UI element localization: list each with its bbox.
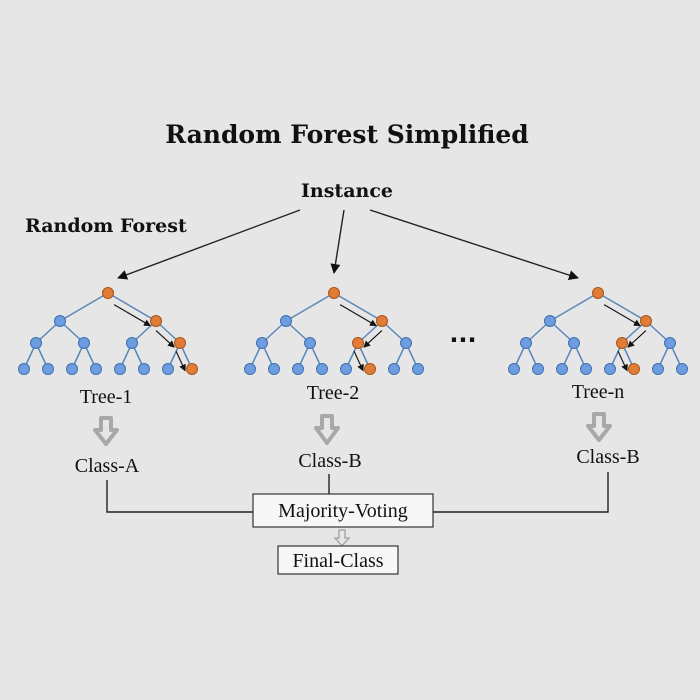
tree-edge: [59, 292, 109, 322]
tree-node: [580, 363, 592, 375]
tree-node: [114, 363, 126, 375]
tree-1-class-label: Class-A: [75, 455, 140, 477]
tree-node: [90, 363, 102, 375]
final-class-label: Final-Class: [292, 550, 383, 572]
tree-edge: [597, 292, 647, 322]
tree-node-selected: [376, 315, 388, 327]
final-down-arrow: [333, 529, 351, 548]
diagram-title: Random Forest Simplified: [165, 120, 529, 149]
tree-node: [520, 337, 532, 349]
tree-node-selected: [328, 287, 340, 299]
tree-2-graph: [244, 287, 424, 375]
tree-node: [340, 363, 352, 375]
tree-node: [304, 337, 316, 349]
random-forest-label: Random Forest: [25, 215, 187, 237]
tree-node: [30, 337, 42, 349]
tree-node: [400, 337, 412, 349]
tree-node: [256, 337, 268, 349]
decision-path-arrow: [155, 330, 175, 348]
tree-node: [18, 363, 30, 375]
tree-node-selected: [186, 363, 198, 375]
tree-node: [78, 337, 90, 349]
tree-2-down-arrow: [314, 414, 340, 445]
tree-node-selected: [616, 337, 628, 349]
more-trees-ellipsis: ...: [449, 320, 476, 348]
majority-voting-label: Majority-Voting: [278, 500, 408, 522]
decision-path-arrow: [627, 330, 647, 348]
tree-node-selected: [628, 363, 640, 375]
decision-path-arrow: [175, 350, 186, 372]
tree-node: [292, 363, 304, 375]
tree-edge: [333, 292, 383, 322]
tree-n-graph: [508, 287, 688, 375]
tree-2-label: Tree-2: [307, 382, 360, 404]
tree-node: [676, 363, 688, 375]
majority-voting-box: [252, 493, 434, 528]
decision-path-arrow: [363, 330, 383, 348]
tree-node: [162, 363, 174, 375]
tree-node: [556, 363, 568, 375]
tree-2-class-label: Class-B: [298, 450, 361, 472]
tree-node: [268, 363, 280, 375]
instance-to-tree-1-arrow: [117, 209, 301, 280]
decision-path-arrow: [113, 304, 151, 327]
tree-edge: [285, 292, 335, 322]
instance-label: Instance: [301, 180, 393, 202]
tree-edge: [107, 292, 157, 322]
tree-node: [508, 363, 520, 375]
class-b-n-connector: [433, 472, 609, 513]
decision-path-arrow: [353, 350, 364, 372]
decision-path-arrow: [603, 304, 641, 327]
tree-node-selected: [364, 363, 376, 375]
tree-edge: [549, 292, 599, 322]
tree-node: [532, 363, 544, 375]
final-class-box: [277, 545, 399, 575]
tree-node-selected: [592, 287, 604, 299]
tree-node: [568, 337, 580, 349]
tree-node: [66, 363, 78, 375]
tree-n-down-arrow: [586, 412, 612, 442]
tree-node: [54, 315, 66, 327]
tree-node: [544, 315, 556, 327]
tree-1-label: Tree-1: [80, 386, 133, 408]
tree-node-selected: [352, 337, 364, 349]
tree-node-selected: [174, 337, 186, 349]
tree-node: [138, 363, 150, 375]
tree-node-selected: [102, 287, 114, 299]
tree-node: [280, 315, 292, 327]
tree-node: [126, 337, 138, 349]
instance-to-tree-n-arrow: [369, 209, 579, 280]
tree-node-selected: [150, 315, 162, 327]
decision-path-arrow: [617, 350, 628, 372]
tree-node: [652, 363, 664, 375]
class-a-connector: [106, 480, 253, 513]
tree-1-down-arrow: [93, 416, 119, 446]
tree-1-graph: [18, 287, 198, 375]
tree-node: [388, 363, 400, 375]
tree-node: [604, 363, 616, 375]
instance-to-tree-2-arrow: [330, 209, 345, 274]
tree-node: [412, 363, 424, 375]
tree-n-label: Tree-n: [572, 381, 625, 403]
tree-node: [316, 363, 328, 375]
tree-node-selected: [640, 315, 652, 327]
tree-node: [244, 363, 256, 375]
decision-path-arrow: [339, 304, 377, 327]
tree-n-class-label: Class-B: [576, 446, 639, 468]
tree-node: [664, 337, 676, 349]
tree-node: [42, 363, 54, 375]
